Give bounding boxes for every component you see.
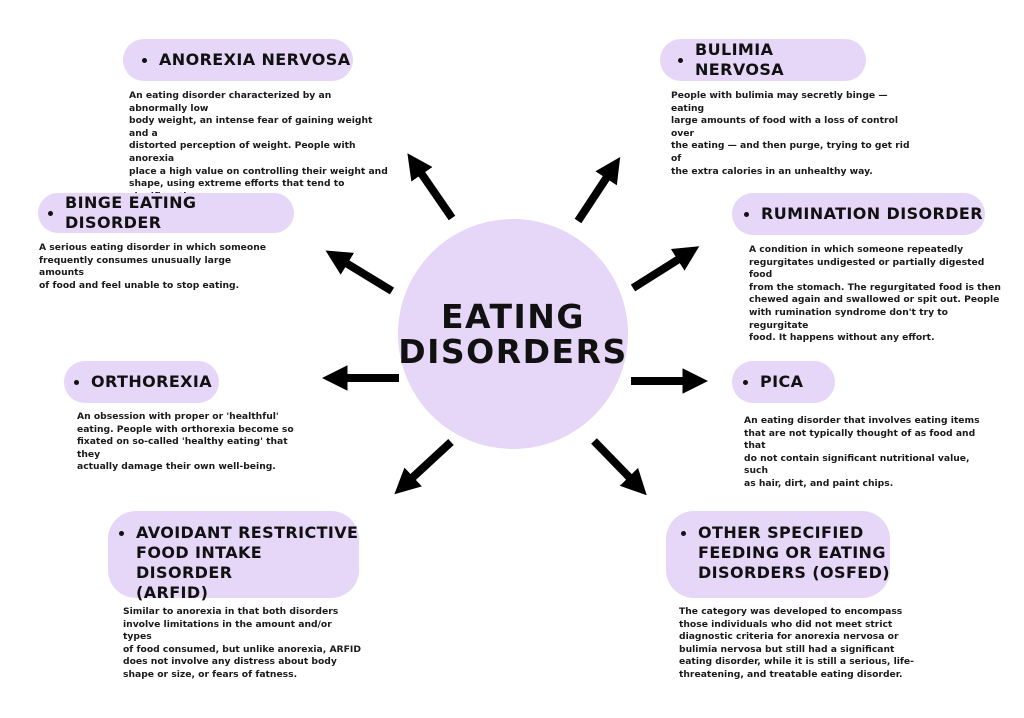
bullet-icon: [142, 57, 147, 63]
arrow-bulimia: [574, 156, 621, 224]
title-binge-eating-disorder: BINGE EATING DISORDER: [65, 193, 197, 232]
pill-anorexia-nervosa: ANOREXIA NERVOSA: [123, 39, 353, 81]
title-arfid: AVOIDANT RESTRICTIVE FOOD INTAKE DISORDE…: [136, 523, 359, 602]
desc-rumination-disorder: A condition in which someone repeatedly …: [749, 244, 1001, 344]
desc-pica: An eating disorder that involves eating …: [744, 415, 980, 489]
bullet-icon: [681, 531, 686, 536]
desc-osfed: The category was developed to encompass …: [679, 606, 914, 680]
title-orthorexia: ORTHOREXIA: [91, 372, 213, 391]
bullet-icon: [744, 211, 749, 217]
title-pica: PICA: [760, 372, 804, 391]
pill-pica: PICA: [732, 361, 835, 403]
title-rumination-disorder: RUMINATION DISORDER: [761, 204, 983, 223]
center-title-line1: EATING: [440, 297, 585, 336]
desc-orthorexia: An obsession with proper or 'healthful' …: [77, 411, 294, 473]
center-circle: EATING DISORDERS: [398, 219, 628, 449]
arrow-osfed: [591, 438, 647, 496]
bullet-icon: [119, 531, 124, 536]
pill-binge-eating-disorder: BINGE EATING DISORDER: [38, 193, 294, 233]
title-anorexia-nervosa: ANOREXIA NERVOSA: [159, 50, 351, 69]
title-osfed: OTHER SPECIFIED FEEDING OR EATING DISORD…: [698, 523, 890, 582]
desc-binge-eating-disorder: A serious eating disorder in which someo…: [39, 242, 266, 291]
center-title-line2: DISORDERS: [398, 332, 628, 371]
title-bulimia-nervosa: BULIMIA NERVOSA: [695, 40, 785, 79]
arrow-rumination: [630, 246, 700, 292]
pill-rumination-disorder: RUMINATION DISORDER: [732, 193, 985, 235]
arrow-anorexia: [407, 153, 456, 221]
pill-arfid: AVOIDANT RESTRICTIVE FOOD INTAKE DISORDE…: [108, 511, 359, 602]
arrow-arfid: [394, 439, 454, 495]
bullet-icon: [743, 379, 748, 385]
bullet-icon: [678, 57, 683, 63]
bullet-icon: [48, 210, 53, 216]
pill-bulimia-nervosa: BULIMIA NERVOSA: [660, 39, 866, 81]
desc-bulimia-nervosa: People with bulimia may secretly binge —…: [671, 90, 910, 177]
pill-orthorexia: ORTHOREXIA: [64, 361, 219, 403]
bullet-icon: [74, 379, 79, 385]
desc-arfid: Similar to anorexia in that both disorde…: [123, 606, 361, 680]
arrow-binge: [325, 250, 395, 295]
pill-osfed: OTHER SPECIFIED FEEDING OR EATING DISORD…: [666, 511, 890, 598]
